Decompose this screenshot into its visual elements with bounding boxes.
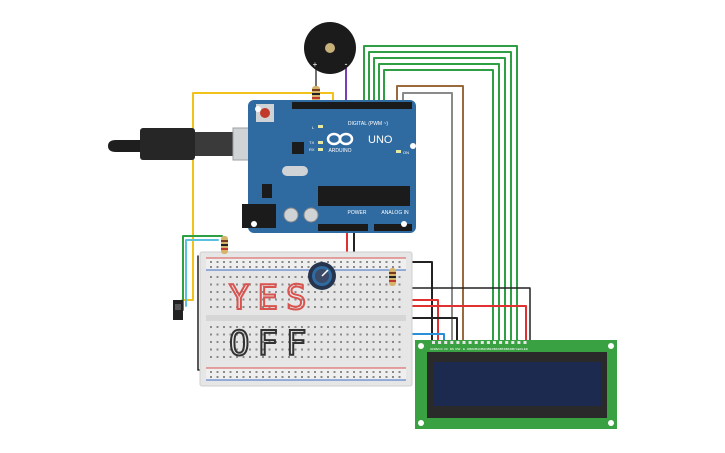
buzzer-minus-label: -: [345, 59, 348, 69]
lcd-pin-label: DB7: [510, 347, 516, 351]
lcd-pin-8[interactable]: [474, 341, 478, 344]
lcd-pin-5[interactable]: [456, 341, 460, 344]
wire-gray: [402, 92, 453, 341]
on-label: ON: [403, 150, 409, 155]
lcd-pin-4[interactable]: [450, 341, 454, 344]
wire-brown: [396, 85, 464, 341]
resistor-buzzer[interactable]: [312, 86, 320, 102]
lcd-pin-7[interactable]: [468, 341, 472, 344]
lcd-pin-label: E: [463, 347, 465, 351]
rx-label: RX: [309, 147, 315, 152]
power-label: POWER: [348, 210, 367, 216]
tx-label: TX: [309, 140, 314, 145]
yes-letters: YES: [229, 278, 314, 318]
lcd-pin-12[interactable]: [499, 341, 503, 344]
lcd-pin-label: GND: [430, 347, 438, 351]
wire-green-3: [373, 57, 506, 341]
lcd-pin-14[interactable]: [511, 341, 515, 344]
wire-green-1: [363, 45, 518, 341]
lcd-pin-label: DB4: [492, 347, 498, 351]
lcd-pin-label: DB3: [485, 347, 491, 351]
wire-yellow: [181, 92, 334, 301]
wire-green-5: [383, 69, 494, 341]
potentiometer[interactable]: [308, 262, 336, 290]
arduino-logo: [326, 132, 354, 146]
lcd-pin-label: DB5: [498, 347, 504, 351]
wire-cyan-left: [185, 239, 219, 307]
arduino-brand: ARDUINO: [328, 148, 351, 154]
arduino-model: UNO: [368, 134, 393, 146]
lcd-pin-6[interactable]: [462, 341, 466, 344]
lcd-pin-label: V0: [444, 347, 448, 351]
l-label: L: [312, 125, 315, 130]
lcd-pin-label: DB0: [467, 347, 473, 351]
lcd-pin-label: DB2: [479, 347, 485, 351]
lcd-pin-15[interactable]: [517, 341, 521, 344]
lcd-pin-label: LED: [522, 347, 529, 351]
lcd-pin-label: DB6: [504, 347, 510, 351]
resistor-left[interactable]: [221, 236, 228, 254]
wire-black-right2: [394, 287, 531, 341]
lcd-pin-label: VCC: [436, 347, 443, 351]
breadboard[interactable]: [199, 251, 413, 387]
lcd-pin-label: DB1: [473, 347, 479, 351]
wire-black-right: [404, 261, 433, 341]
resistor-right[interactable]: [389, 268, 396, 286]
lcd-pin-9[interactable]: [480, 341, 484, 344]
slide-switch[interactable]: [173, 300, 183, 320]
lcd-pin-3[interactable]: [444, 341, 448, 344]
lcd-pin-label: RS: [450, 347, 454, 351]
lcd-pin-11[interactable]: [493, 341, 496, 344]
lcd-pin-label: RW: [455, 347, 460, 351]
off-letters: OFF: [229, 324, 314, 364]
buzzer-plus-label: +: [313, 60, 318, 69]
breadboard-holes: [210, 261, 401, 378]
lcd-pin-13[interactable]: [505, 341, 509, 344]
arduino-uno-board[interactable]: DIGITAL (PWM ~) UNO ARDUINO TX RX L ON: [242, 100, 416, 233]
wire-green-4: [378, 63, 500, 341]
wire-green-2: [368, 51, 512, 341]
lcd-pin-10[interactable]: [486, 341, 490, 344]
digital-label: DIGITAL (PWM ~): [348, 121, 388, 127]
lcd-pin-label: LED: [516, 347, 523, 351]
lcd-pin-16[interactable]: [523, 341, 527, 344]
lcd-pin-2[interactable]: [438, 341, 442, 344]
lcd-pin-1[interactable]: [432, 341, 435, 344]
analog-label: ANALOG IN: [381, 210, 409, 216]
wire-green-left: [182, 235, 223, 311]
piezo-buzzer[interactable]: + -: [304, 22, 356, 74]
